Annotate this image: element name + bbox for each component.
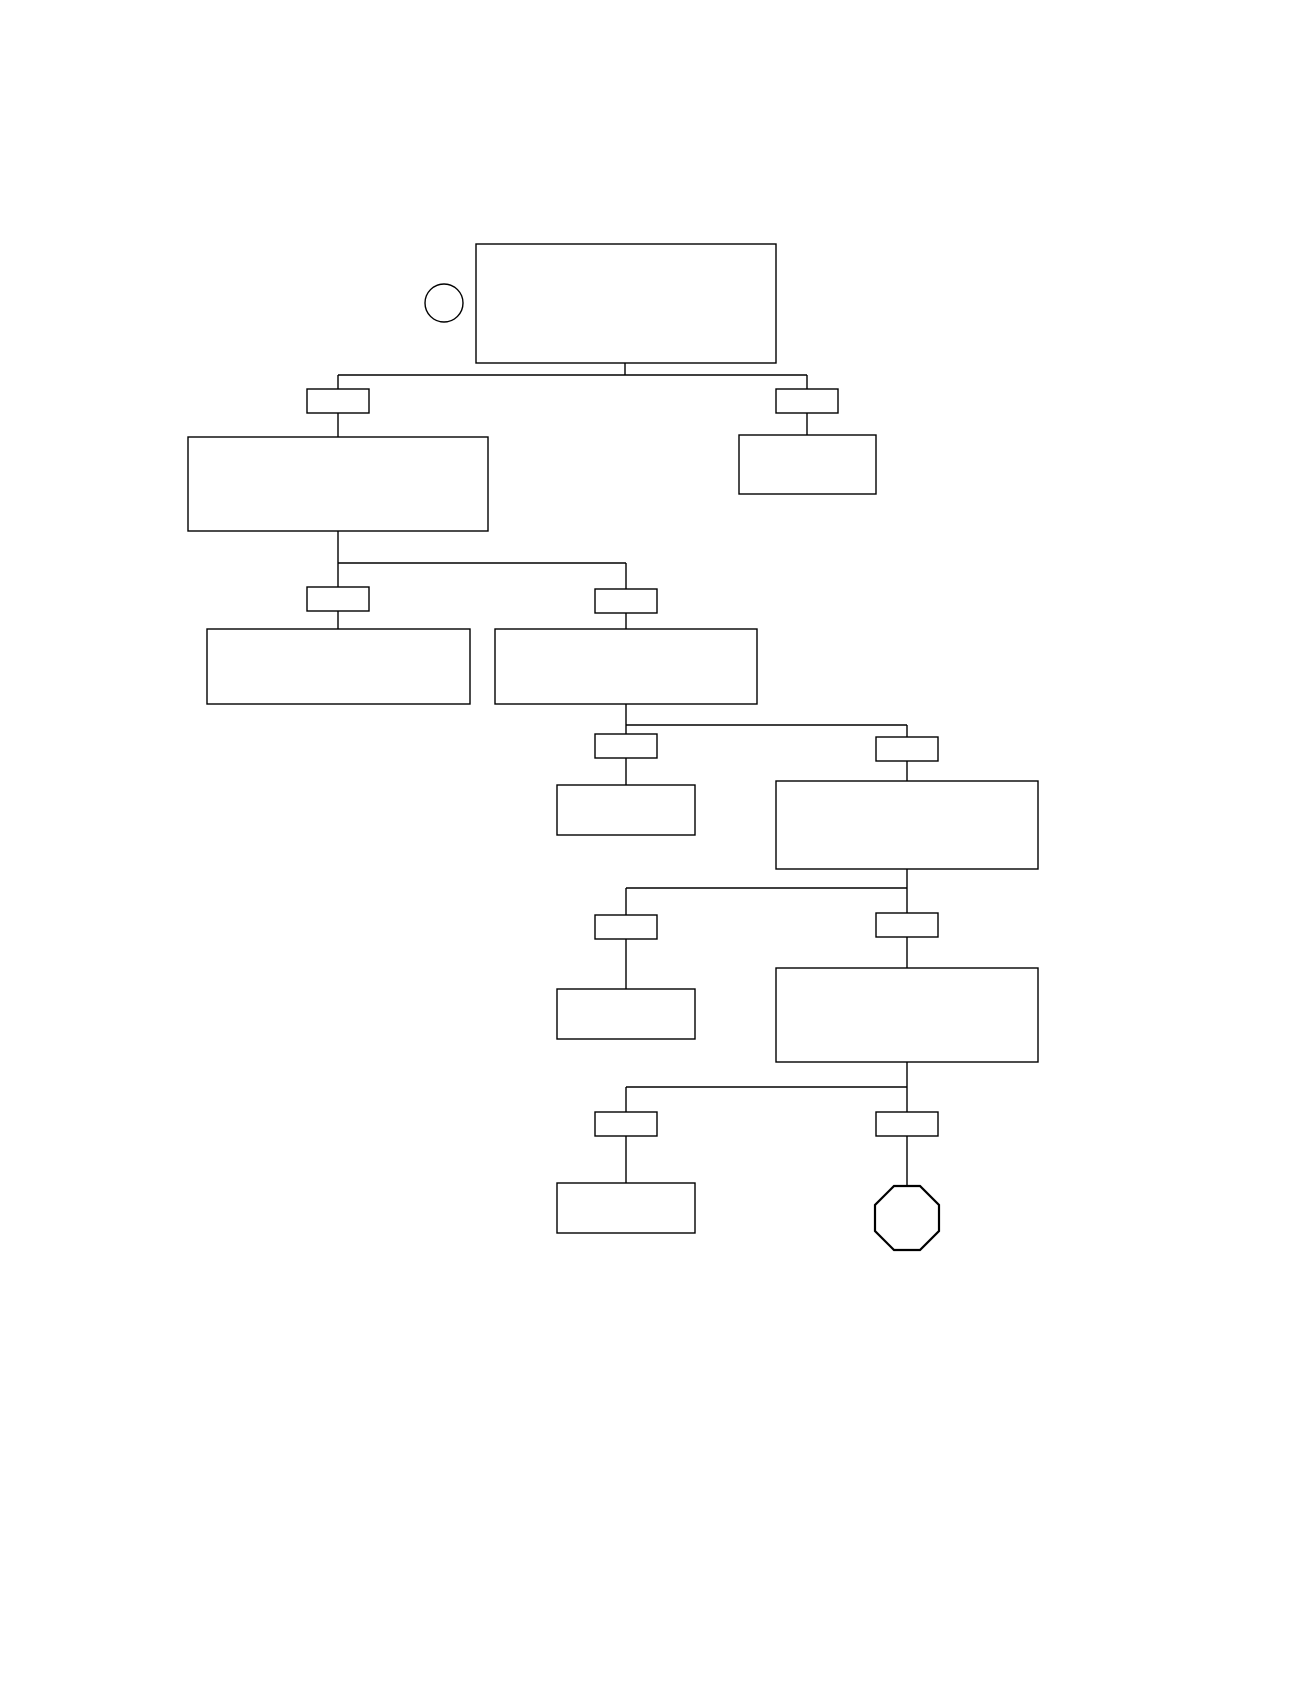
- process-box-f: [775, 780, 1039, 870]
- process-box-e: [556, 784, 696, 836]
- process-box-c: [206, 628, 471, 705]
- edge-label: [875, 736, 939, 762]
- edge-label: [594, 914, 658, 940]
- edge-label: [875, 1111, 939, 1137]
- start-circle: [424, 283, 464, 323]
- process-box-b: [738, 434, 877, 495]
- stop-octagon: [873, 1184, 941, 1252]
- process-box-d: [494, 628, 758, 705]
- edge-label: [875, 912, 939, 938]
- connector-lines: [337, 363, 908, 1186]
- process-box-g: [556, 988, 696, 1040]
- process-box-i: [556, 1182, 696, 1234]
- edge-label: [306, 388, 370, 414]
- edge-label: [775, 388, 839, 414]
- process-box-a: [187, 436, 489, 532]
- edge-label: [306, 586, 370, 612]
- edge-label: [594, 733, 658, 759]
- edge-label: [594, 588, 658, 614]
- edge-label: [594, 1111, 658, 1137]
- root-box: [475, 243, 777, 364]
- process-box-h: [775, 967, 1039, 1063]
